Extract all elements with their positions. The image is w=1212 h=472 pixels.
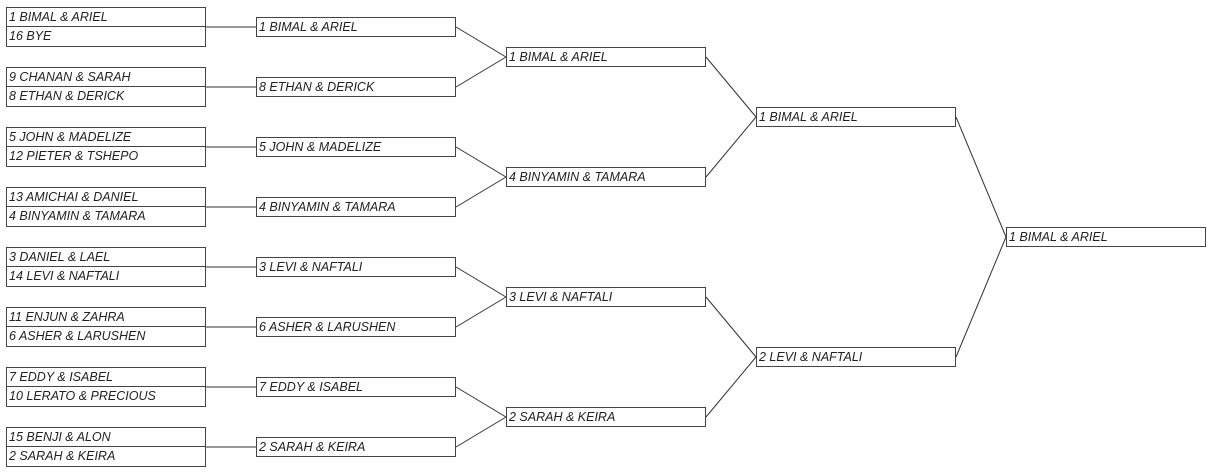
connector-r2-r3-bottom-1 [455, 56, 507, 88]
connector-r2-r3-top-2 [455, 146, 507, 178]
connector-r4-final-bottom [955, 236, 1007, 358]
r2-slot-3: 5 JOHN & MADELIZE [256, 137, 456, 157]
connector-r2-r3-top-3 [455, 266, 507, 298]
connector-r3-r4-top-1 [705, 56, 757, 118]
r4-slot-1: 1 BIMAL & ARIEL [756, 107, 956, 127]
r1-match-4: 13 AMICHAI & DANIEL 4 BINYAMIN & TAMARA [6, 187, 206, 227]
connector-r2-r3-bottom-3 [455, 296, 507, 328]
r1-match-4-team-a: 13 AMICHAI & DANIEL [7, 188, 205, 207]
r1-match-1-team-a: 1 BIMAL & ARIEL [7, 8, 205, 27]
r2-slot-4: 4 BINYAMIN & TAMARA [256, 197, 456, 217]
r1-match-1: 1 BIMAL & ARIEL 16 BYE [6, 7, 206, 47]
connector-r2-r3-top-1 [455, 26, 507, 58]
r2-slot-5: 3 LEVI & NAFTALI [256, 257, 456, 277]
connector-r2-r3-bottom-2 [455, 176, 507, 208]
r1-match-8-team-a: 15 BENJI & ALON [7, 428, 205, 447]
r1-match-6-team-b: 6 ASHER & LARUSHEN [9, 329, 146, 343]
r2-slot-2: 8 ETHAN & DERICK [256, 77, 456, 97]
r3-slot-4: 2 SARAH & KEIRA [506, 407, 706, 427]
connector-r3-r4-top-2 [705, 296, 757, 358]
champion-slot: 1 BIMAL & ARIEL [1006, 227, 1206, 247]
r1-match-5: 3 DANIEL & LAEL 14 LEVI & NAFTALI [6, 247, 206, 287]
r3-slot-1: 1 BIMAL & ARIEL [506, 47, 706, 67]
connector-r2-r3-bottom-4 [455, 416, 507, 448]
r1-match-6-team-a: 11 ENJUN & ZAHRA [7, 308, 205, 327]
r1-match-3: 5 JOHN & MADELIZE 12 PIETER & TSHEPO [6, 127, 206, 167]
connector-r3-r4-bottom-2 [705, 356, 757, 418]
connector-r3-r4-bottom-1 [705, 116, 757, 178]
r1-match-7-team-a: 7 EDDY & ISABEL [7, 368, 205, 387]
r1-match-4-team-b: 4 BINYAMIN & TAMARA [9, 209, 146, 223]
r3-slot-3: 3 LEVI & NAFTALI [506, 287, 706, 307]
r2-slot-8: 2 SARAH & KEIRA [256, 437, 456, 457]
r1-match-3-team-a: 5 JOHN & MADELIZE [7, 128, 205, 147]
r1-match-7: 7 EDDY & ISABEL 10 LERATO & PRECIOUS [6, 367, 206, 407]
r2-slot-7: 7 EDDY & ISABEL [256, 377, 456, 397]
r1-match-3-team-b: 12 PIETER & TSHEPO [9, 149, 139, 163]
r3-slot-2: 4 BINYAMIN & TAMARA [506, 167, 706, 187]
r1-match-6: 11 ENJUN & ZAHRA 6 ASHER & LARUSHEN [6, 307, 206, 347]
r1-match-5-team-a: 3 DANIEL & LAEL [7, 248, 205, 267]
r1-match-2: 9 CHANAN & SARAH 8 ETHAN & DERICK [6, 67, 206, 107]
r1-match-2-team-a: 9 CHANAN & SARAH [7, 68, 205, 87]
connector-r4-final-top [955, 116, 1007, 238]
r2-slot-1: 1 BIMAL & ARIEL [256, 17, 456, 37]
r1-match-7-team-b: 10 LERATO & PRECIOUS [9, 389, 156, 403]
r2-slot-6: 6 ASHER & LARUSHEN [256, 317, 456, 337]
r1-match-8-team-b: 2 SARAH & KEIRA [9, 449, 116, 463]
r1-match-1-team-b: 16 BYE [9, 29, 52, 43]
r1-match-2-team-b: 8 ETHAN & DERICK [9, 89, 125, 103]
r1-match-8: 15 BENJI & ALON 2 SARAH & KEIRA [6, 427, 206, 467]
r4-slot-2: 2 LEVI & NAFTALI [756, 347, 956, 367]
connector-r2-r3-top-4 [455, 386, 507, 418]
r1-match-5-team-b: 14 LEVI & NAFTALI [9, 269, 120, 283]
